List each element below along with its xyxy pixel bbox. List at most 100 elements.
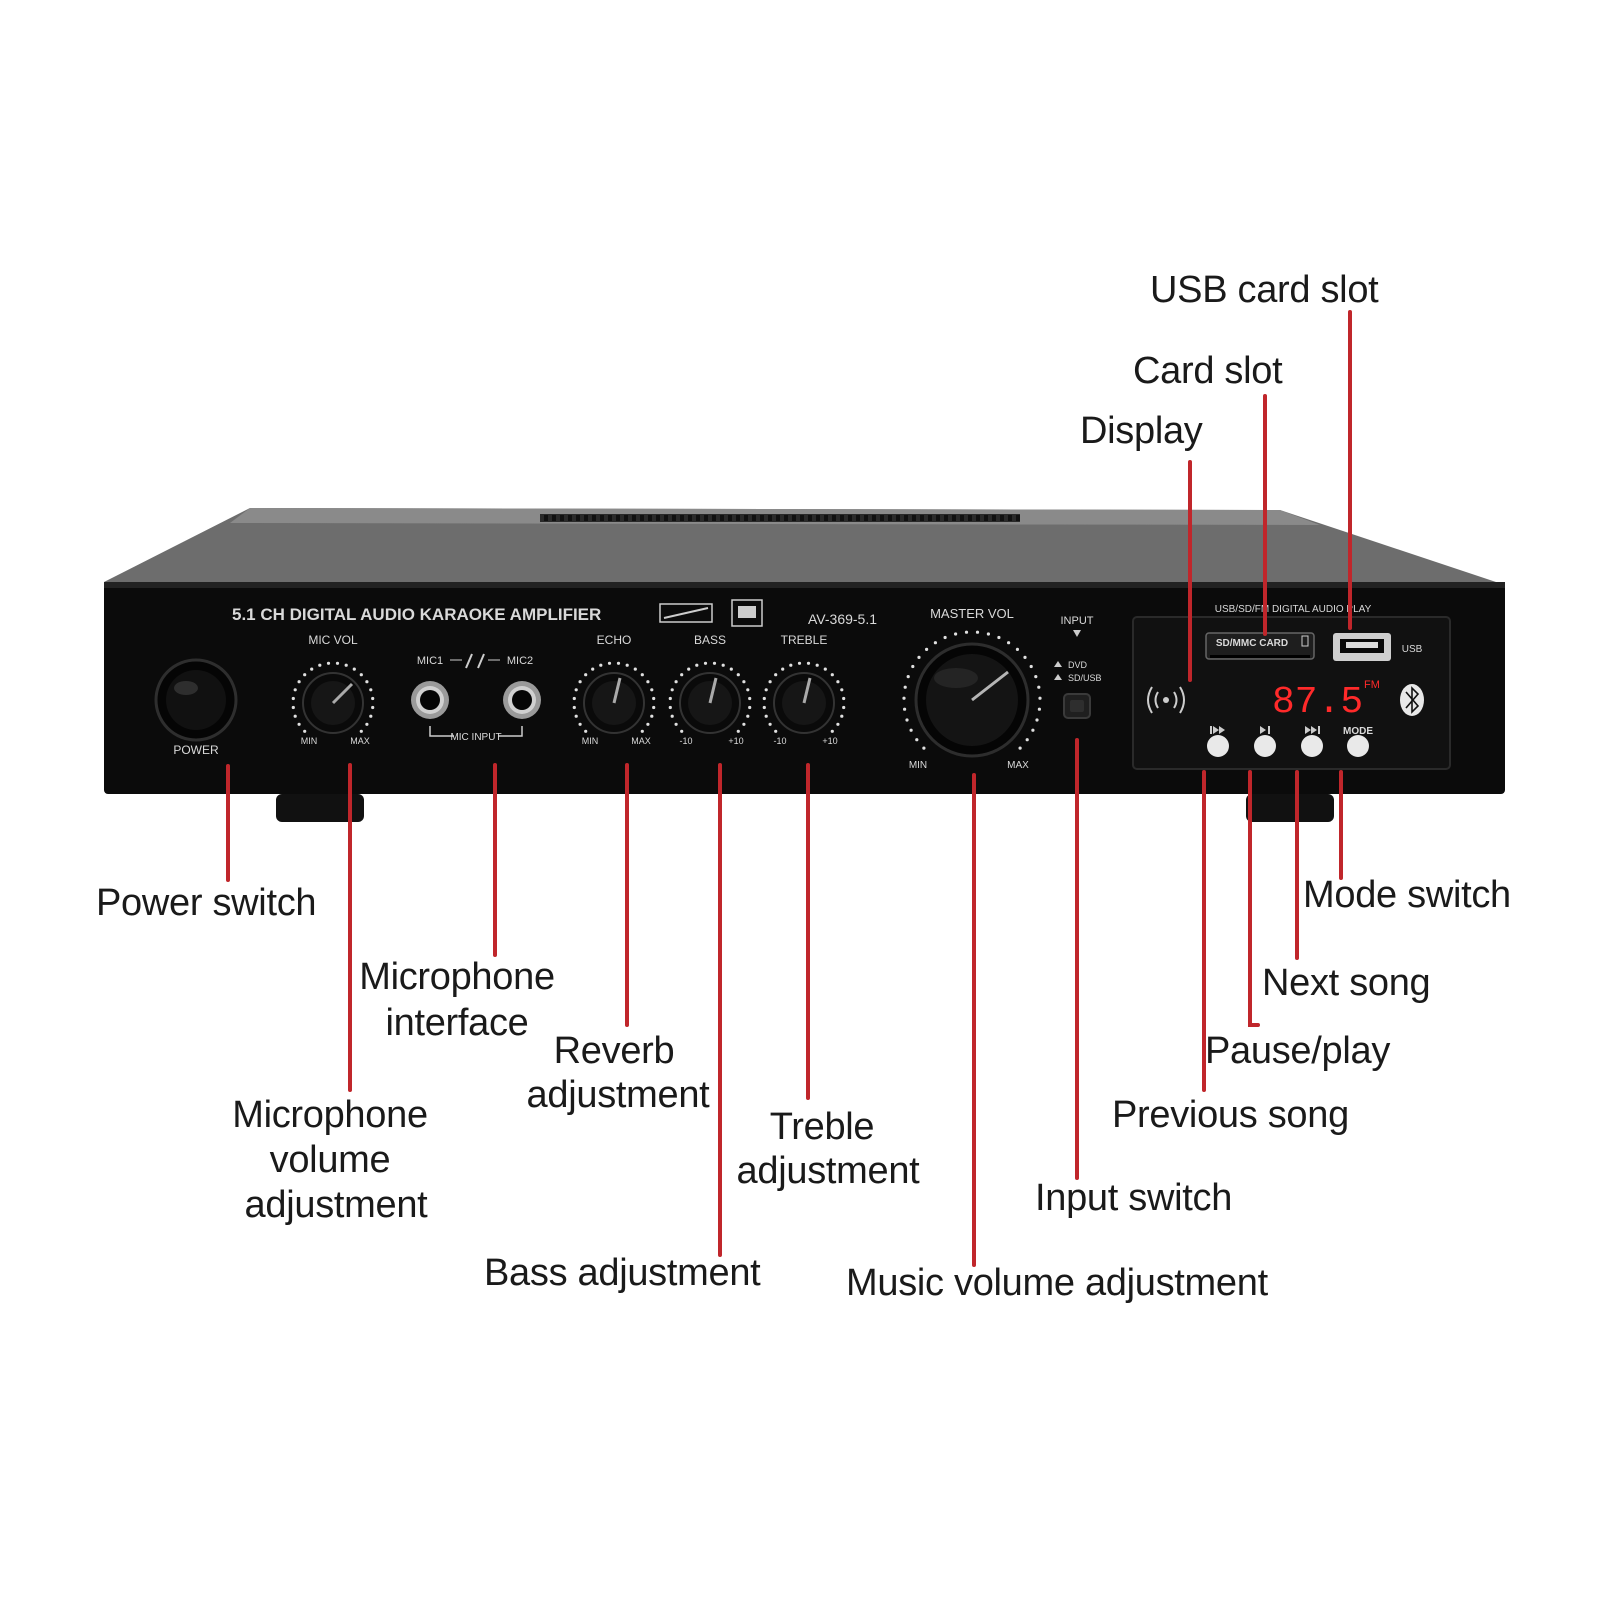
vent-slot — [840, 515, 844, 521]
label-previous-song: Previous song — [1112, 1094, 1349, 1136]
next-song-button[interactable] — [1301, 735, 1323, 757]
foot-right — [1246, 794, 1334, 822]
input-toggle-switch[interactable] — [1063, 693, 1091, 719]
scale-dot — [680, 673, 684, 677]
scale-dot — [352, 667, 356, 671]
scale-dot — [836, 680, 840, 684]
label-reverb-line1: Reverb — [553, 1030, 675, 1072]
scale-dot — [318, 663, 322, 667]
master-vol-label: MASTER VOL — [930, 606, 1014, 621]
scale-dot — [1007, 641, 1011, 645]
master-vol-knob[interactable] — [914, 642, 1030, 758]
mic-vol-knob[interactable] — [302, 672, 364, 734]
bass-label: BASS — [694, 633, 726, 647]
vent-slot — [664, 515, 668, 521]
bass-max: +10 — [728, 736, 743, 746]
scale-dot — [748, 696, 752, 701]
vent-slot — [800, 515, 804, 521]
vent-slot — [784, 515, 788, 521]
vent-slot — [776, 515, 780, 521]
scale-dot — [964, 630, 969, 634]
scale-dot — [640, 729, 644, 733]
vent-slot — [976, 515, 980, 521]
label-power-switch: Power switch — [96, 882, 317, 924]
scale-dot — [1029, 664, 1033, 669]
power-label: POWER — [173, 743, 219, 757]
vent-slot — [712, 515, 716, 521]
label-mic-interface-line1: Microphone — [359, 956, 555, 998]
mic2-jack[interactable] — [503, 681, 541, 719]
vent-slot — [600, 515, 604, 521]
treble-knob[interactable] — [773, 672, 835, 734]
label-mode-switch: Mode switch — [1303, 874, 1511, 916]
previous-song-button[interactable] — [1207, 735, 1229, 757]
scale-dot — [652, 705, 656, 710]
vent-slot — [904, 515, 908, 521]
scale-dot — [591, 667, 595, 671]
scale-dot — [764, 688, 768, 692]
mode-button[interactable] — [1347, 735, 1369, 757]
scale-dot — [668, 705, 672, 710]
scale-dot — [806, 661, 811, 665]
scale-dot — [954, 632, 958, 636]
bluetooth-icon — [1400, 684, 1424, 716]
vent-slot — [864, 515, 868, 521]
amplifier-top-cover — [104, 508, 1505, 585]
scale-dot — [903, 685, 907, 689]
scale-dot — [1037, 685, 1041, 689]
label-treble-line2: adjustment — [736, 1150, 920, 1192]
echo-knob[interactable] — [583, 672, 645, 734]
label-bass: Bass adjustment — [484, 1252, 761, 1294]
scale-dot — [768, 680, 772, 684]
vent-slot — [984, 515, 988, 521]
scale-dot — [917, 655, 921, 660]
vent-slot — [640, 515, 644, 521]
scale-dot — [574, 688, 578, 692]
scale-dot — [584, 729, 588, 733]
pause-play-button[interactable] — [1254, 735, 1276, 757]
scale-dot — [584, 673, 588, 677]
scale-dot — [729, 667, 733, 671]
scale-dot — [293, 714, 297, 718]
scale-dot — [365, 680, 369, 684]
scale-dot — [840, 714, 844, 718]
scale-dot — [830, 673, 834, 677]
scale-dot — [291, 705, 295, 710]
scale-dot — [293, 688, 297, 692]
echo-scale-dots — [572, 661, 656, 733]
vent-slot — [704, 515, 708, 521]
scale-dot — [902, 696, 906, 700]
vent-slot — [992, 515, 996, 521]
vent-slot — [552, 515, 556, 521]
sd-card-slot[interactable] — [1205, 632, 1315, 660]
digital-logo-icon — [659, 603, 713, 623]
vent-slot — [952, 515, 956, 521]
vent-slot — [880, 515, 884, 521]
vent-slot — [872, 515, 876, 521]
scale-dot — [371, 696, 375, 701]
label-mic-volume-line2: volume — [269, 1139, 391, 1181]
bass-min: -10 — [679, 736, 692, 746]
usb-port[interactable] — [1333, 633, 1391, 661]
scale-dot — [1018, 746, 1022, 750]
power-button[interactable] — [154, 658, 238, 742]
bass-knob[interactable] — [679, 672, 741, 734]
scale-dot — [748, 705, 752, 710]
label-mic-volume-line3: adjustment — [244, 1184, 428, 1226]
vent-slot — [816, 515, 820, 521]
scale-dot — [842, 696, 846, 701]
label-card-slot: Card slot — [1133, 350, 1283, 392]
scale-dot — [369, 714, 373, 718]
scale-dot — [1015, 647, 1020, 652]
vent-slot — [944, 515, 948, 521]
scale-dot — [607, 661, 612, 665]
mode-label: MODE — [1343, 726, 1373, 737]
label-music-volume: Music volume adjustment — [846, 1262, 1268, 1304]
foot-left — [276, 794, 364, 822]
mic1-jack[interactable] — [411, 681, 449, 719]
sd-card-icon — [1301, 635, 1309, 647]
vent-slot — [848, 515, 852, 521]
scale-dot — [909, 728, 913, 732]
scale-dot — [646, 722, 650, 726]
